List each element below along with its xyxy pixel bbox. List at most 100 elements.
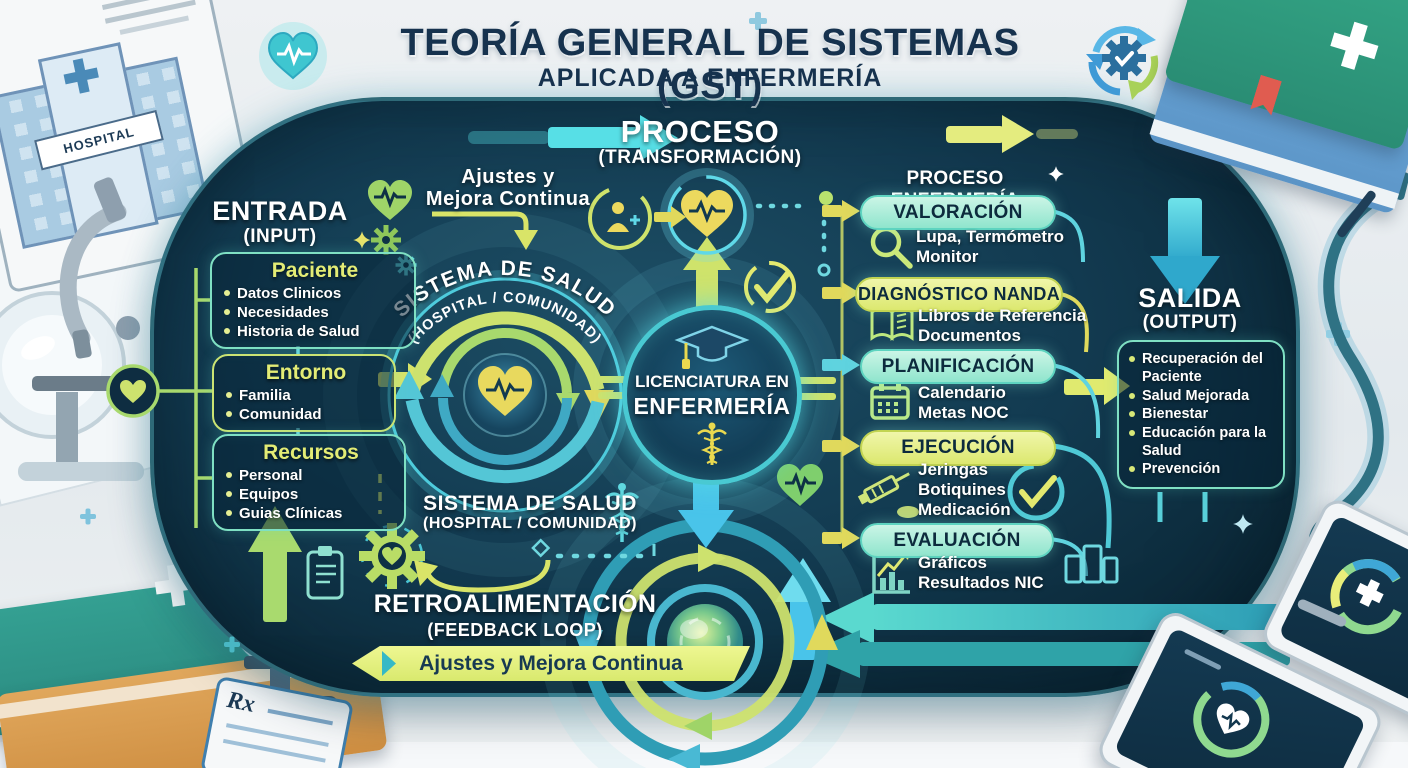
step-desc-ejecucion: Jeringas Botiquines Medicación — [918, 460, 1068, 520]
step-desc-diagnostico: Libros de Referencia Documentos — [918, 306, 1088, 346]
licenciatura-badge: LICENCIATURA EN ENFERMERÍA — [622, 305, 802, 485]
badge-line1: LICENCIATURA EN — [635, 372, 789, 391]
list-item-label: Comunidad — [239, 406, 322, 424]
page-subtitle: APLICADA A ENFERMERÍA — [537, 64, 883, 92]
desc-line: Lupa, Termómetro — [916, 227, 1064, 246]
step-desc-valoracion: Lupa, Termómetro Monitor — [916, 227, 1076, 267]
list-item: Datos Clinicos — [224, 284, 406, 303]
bullet-icon — [1129, 411, 1135, 418]
bullet-icon — [1129, 429, 1135, 436]
step-desc-evaluacion: Gráficos Resultados NIC — [918, 553, 1078, 593]
salida-box: Recuperación del Paciente Salud Mejorada… — [1117, 340, 1285, 489]
ajustes-banner: Ajustes y Mejora Continua — [352, 646, 750, 681]
list-item: Comunidad — [226, 405, 386, 424]
desc-line: Gráficos — [918, 553, 987, 572]
bullet-icon — [226, 392, 232, 398]
page-title: TEORÍA GENERAL DE SISTEMAS (GST) — [400, 22, 1020, 107]
list-item-label: Prevención — [1142, 461, 1221, 478]
bullet-icon — [224, 328, 230, 335]
list-item-label: Familia — [239, 387, 291, 404]
list-item: Recuperación del Paciente — [1129, 350, 1277, 387]
entrada-label: ENTRADA — [212, 196, 348, 226]
box-title: Entorno — [265, 361, 347, 384]
step-label: PLANIFICACIÓN — [881, 355, 1035, 377]
list-item: Equipos — [226, 485, 396, 504]
list-item-label: Personal — [239, 467, 303, 484]
list-item-label: Equipos — [239, 486, 299, 504]
list-item: Personal — [226, 466, 396, 485]
step-label: EVALUACIÓN — [893, 529, 1021, 551]
list-item: Bienestar — [1129, 405, 1277, 423]
bullet-icon — [226, 411, 232, 418]
desc-line: Documentos — [918, 326, 1021, 346]
caduceus-icon — [697, 422, 727, 465]
entrada-box-recursos: Recursos Personal Equipos Guias Clínicas — [212, 434, 406, 532]
list-item: Familia — [226, 386, 386, 405]
desc-line: Resultados NIC — [918, 573, 1044, 593]
step-pill-planificacion: PLANIFICACIÓN — [860, 349, 1056, 384]
step-label: DIAGNÓSTICO NANDA — [857, 284, 1061, 304]
bullet-icon — [1129, 392, 1135, 399]
list-item-label: Educación para la Salud — [1142, 424, 1267, 460]
desc-line: Libros de Referencia — [918, 306, 1087, 325]
list-item-label: Guias Clínicas — [239, 505, 343, 523]
chevron-right-icon — [382, 651, 396, 676]
badge-line2: ENFERMERÍA — [633, 393, 791, 419]
sistema-bottom-line1: SISTEMA DE SALUD — [423, 492, 637, 515]
salida-label: SALIDA — [1138, 283, 1242, 313]
step-label: VALORACIÓN — [893, 201, 1023, 223]
desc-line: Calendario — [918, 383, 1006, 402]
heart-pulse-icon — [259, 22, 327, 90]
medical-cross-icon — [1325, 17, 1384, 75]
list-item: Guias Clínicas — [226, 504, 396, 523]
health-app-heart-icon — [1193, 681, 1270, 758]
salida-sublabel: (OUTPUT) — [1142, 312, 1238, 333]
list-item: Necesidades — [224, 303, 406, 322]
list-item-label: Salud Mejorada — [1142, 387, 1250, 404]
desc-line: Metas NOC — [918, 403, 1009, 423]
bullet-icon — [1129, 356, 1135, 362]
list-item: Prevención — [1129, 460, 1277, 478]
desc-line: Medicación — [918, 500, 1011, 520]
ajustes-top-line1: Ajustes y — [461, 166, 555, 188]
list-item: Educación para la Salud — [1129, 424, 1277, 461]
bullet-icon — [224, 290, 230, 296]
list-item-label: Necesidades — [237, 304, 329, 322]
bullet-icon — [1129, 466, 1135, 473]
microscope-icon — [0, 177, 144, 481]
entrada-sublabel: (INPUT) — [243, 226, 317, 247]
entrada-box-entorno: Entorno Familia Comunidad — [212, 354, 396, 433]
list-item-label: Bienestar — [1142, 406, 1209, 423]
list-item-label: Datos Clinicos — [237, 285, 342, 302]
bullet-icon — [226, 510, 232, 517]
proceso-sublabel: (TRANSFORMACIÓN) — [598, 147, 802, 168]
bullet-icon — [226, 472, 232, 478]
list-item: Salud Mejorada — [1129, 387, 1277, 405]
step-pill-ejecucion: EJECUCIÓN — [860, 430, 1056, 466]
step-pill-valoracion: VALORACIÓN — [860, 195, 1056, 230]
medical-cross-icon — [61, 55, 102, 97]
bullet-icon — [226, 491, 232, 498]
desc-line: Jeringas — [918, 460, 988, 479]
step-desc-planificacion: Calendario Metas NOC — [918, 383, 1068, 423]
tablet-heart — [1093, 607, 1387, 768]
rx-line — [267, 708, 334, 726]
desc-line: Botiquines — [918, 480, 1006, 500]
bullet-icon — [224, 309, 230, 316]
banner-label: Ajustes y Mejora Continua — [419, 651, 683, 675]
step-pill-evaluacion: EVALUACIÓN — [860, 523, 1054, 558]
proceso-label: PROCESO — [620, 114, 780, 149]
step-label: EJECUCIÓN — [901, 437, 1015, 458]
sistema-bottom-line2: (HOSPITAL / COMUNIDAD) — [423, 515, 637, 532]
health-app-cross-icon — [1330, 559, 1406, 635]
tablet-cross — [1257, 494, 1408, 746]
list-item: Historia de Salud — [224, 322, 406, 341]
cycle-gear-icon — [1086, 25, 1159, 100]
entrada-box-paciente: Paciente Datos Clinicos Necesidades Hist… — [210, 252, 416, 350]
graduation-cap-icon — [674, 325, 750, 369]
step-pill-diagnostico: DIAGNÓSTICO NANDA — [855, 277, 1063, 312]
tablet-screen — [1278, 514, 1408, 726]
list-item-label: Recuperación del Paciente — [1142, 351, 1263, 386]
desc-line: Monitor — [916, 247, 979, 267]
